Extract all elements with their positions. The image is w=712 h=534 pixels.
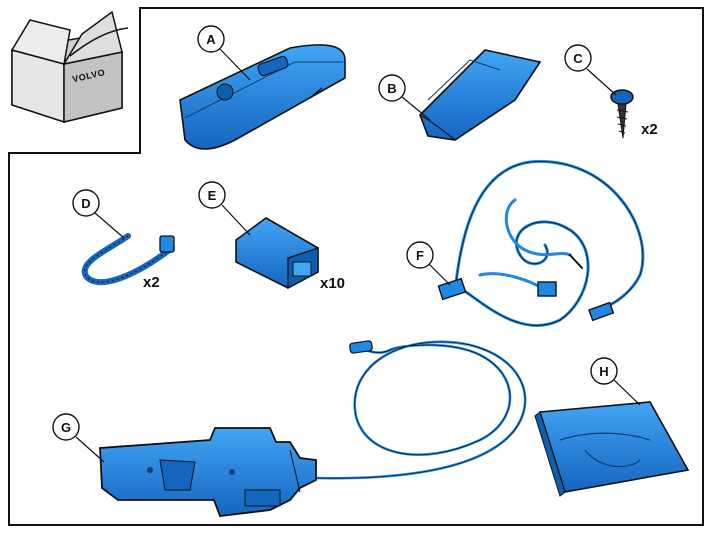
callout-d: D [72,189,100,217]
part-g-cable-plug [349,340,373,354]
part-f-connector-middle [537,281,557,297]
part-c-quantity: x2 [641,121,658,138]
callout-e: E [198,181,226,209]
part-f-harness-icon [453,160,645,327]
callout-b-label: B [387,81,396,96]
part-g-cable-icon [311,340,527,480]
part-b-pad-icon [419,49,542,141]
part-f-connector-left [437,277,467,301]
callout-f-label: F [416,248,424,263]
callout-leader-lines [75,47,641,463]
callout-d-label: D [81,196,90,211]
callout-g: G [52,413,80,441]
part-e-quantity: x10 [320,275,345,292]
callout-h: H [590,357,618,385]
part-d-cable-tie-icon [81,233,175,286]
part-e-clip-icon [235,217,319,289]
callout-c: C [564,44,592,72]
callout-c-label: C [573,51,583,66]
part-h-manual-icon [534,401,690,497]
callout-a: A [197,25,225,53]
callout-h-label: H [599,364,608,379]
diagram-frame [8,7,704,526]
part-g-holder-icon [99,427,317,517]
part-d-quantity: x2 [143,274,160,291]
part-c-screw-icon [610,89,634,139]
callout-g-label: G [61,420,71,435]
part-f-connector-right [588,301,615,322]
callout-a-label: A [206,32,216,47]
part-a-remote-icon [179,44,346,150]
shipping-box-icon: VOLVO [10,10,129,124]
callout-b: B [378,74,406,102]
callout-e-label: E [208,188,217,203]
callout-f: F [406,241,434,269]
